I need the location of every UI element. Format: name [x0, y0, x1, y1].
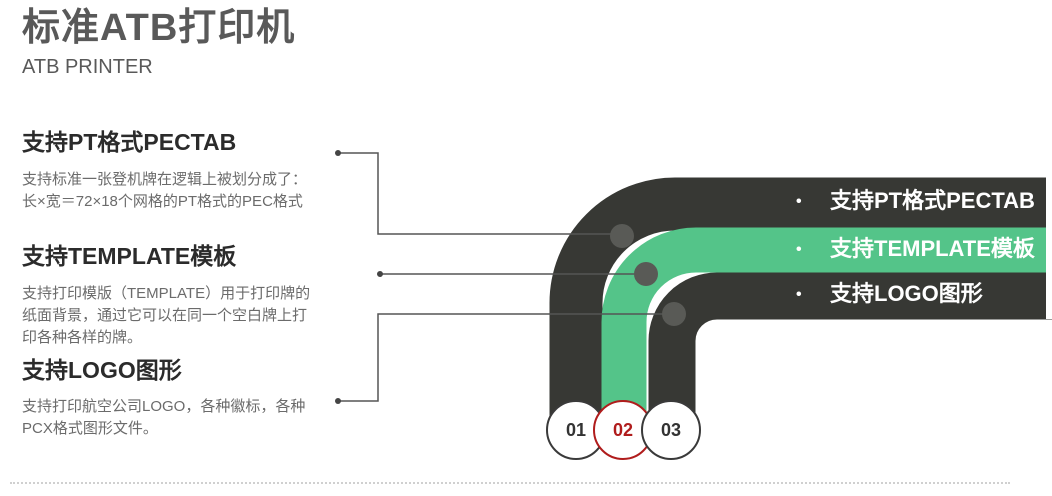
connector-dot-template: [377, 271, 383, 277]
band-label-logo: • 支持LOGO图形: [796, 281, 983, 308]
feature-desc-template: 支持打印模版（TEMPLATE）用于打印牌的纸面背景，通过它可以在同一个空白牌上…: [22, 285, 311, 346]
band-logo: [648, 272, 1052, 430]
connector-line-pectab: [338, 152, 612, 235]
feature-title-template: 支持TEMPLATE模板: [22, 243, 237, 269]
step-badge-01: 01: [546, 400, 606, 460]
bullet-icon: •: [796, 193, 802, 211]
band-label-text: 支持TEMPLATE模板: [830, 236, 1035, 261]
feature-title-logo: 支持LOGO图形: [22, 357, 182, 383]
node-pectab: [610, 224, 634, 248]
footer-divider: [10, 482, 1010, 484]
step-badge-02: 02: [593, 400, 653, 460]
step-badge-03: 03: [641, 400, 701, 460]
feature-desc-pectab: 支持标准一张登机牌在逻辑上被划分成了：长×宽＝72×18个网格的PT格式的PEC…: [22, 171, 308, 210]
band-label-text: 支持PT格式PECTAB: [830, 188, 1035, 213]
page-title: 标准ATB打印机: [22, 7, 296, 49]
connector-dot-pectab: [335, 150, 341, 156]
node-logo: [662, 302, 686, 326]
page-subtitle: ATB PRINTER: [22, 56, 153, 78]
band-pectab: [549, 177, 1052, 430]
connector-line-logo: [338, 313, 674, 402]
bullet-icon: •: [796, 286, 802, 304]
band-label-text: 支持LOGO图形: [830, 281, 983, 306]
bullet-icon: •: [796, 241, 802, 259]
feature-title-pectab: 支持PT格式PECTAB: [22, 129, 237, 155]
band-label-template: • 支持TEMPLATE模板: [796, 236, 1035, 263]
feature-desc-logo: 支持打印航空公司LOGO，各种徽标，各种PCX格式图形文件。: [22, 398, 306, 437]
node-template: [634, 262, 658, 286]
band-label-pectab: • 支持PT格式PECTAB: [796, 188, 1035, 215]
connector-dot-logo: [335, 398, 341, 404]
